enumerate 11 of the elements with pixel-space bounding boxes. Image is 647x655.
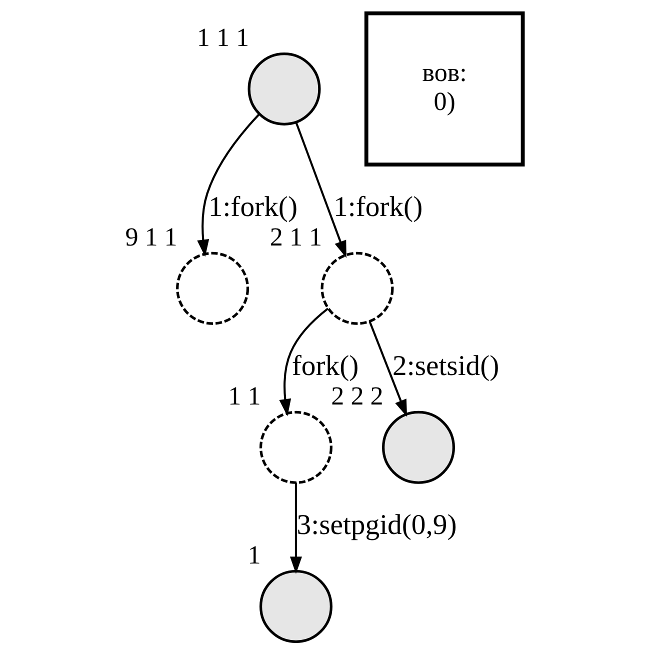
edge-label: 1:fork() [333,191,422,224]
node-label: 1 1 1 [196,22,249,52]
node-label: 1 [247,540,260,570]
node-label: 2 1 1 [269,222,322,252]
node-label: 1 1 [228,381,260,410]
edge-label: 1:fork() [208,191,298,224]
edge-label: 3:setpgid(0,9) [296,509,456,542]
edge-label: fork() [291,350,358,382]
node-label: 2 2 2 [330,381,383,410]
edge-label: 2:setsid() [392,350,499,382]
node-label: 9 1 1 [124,222,177,252]
